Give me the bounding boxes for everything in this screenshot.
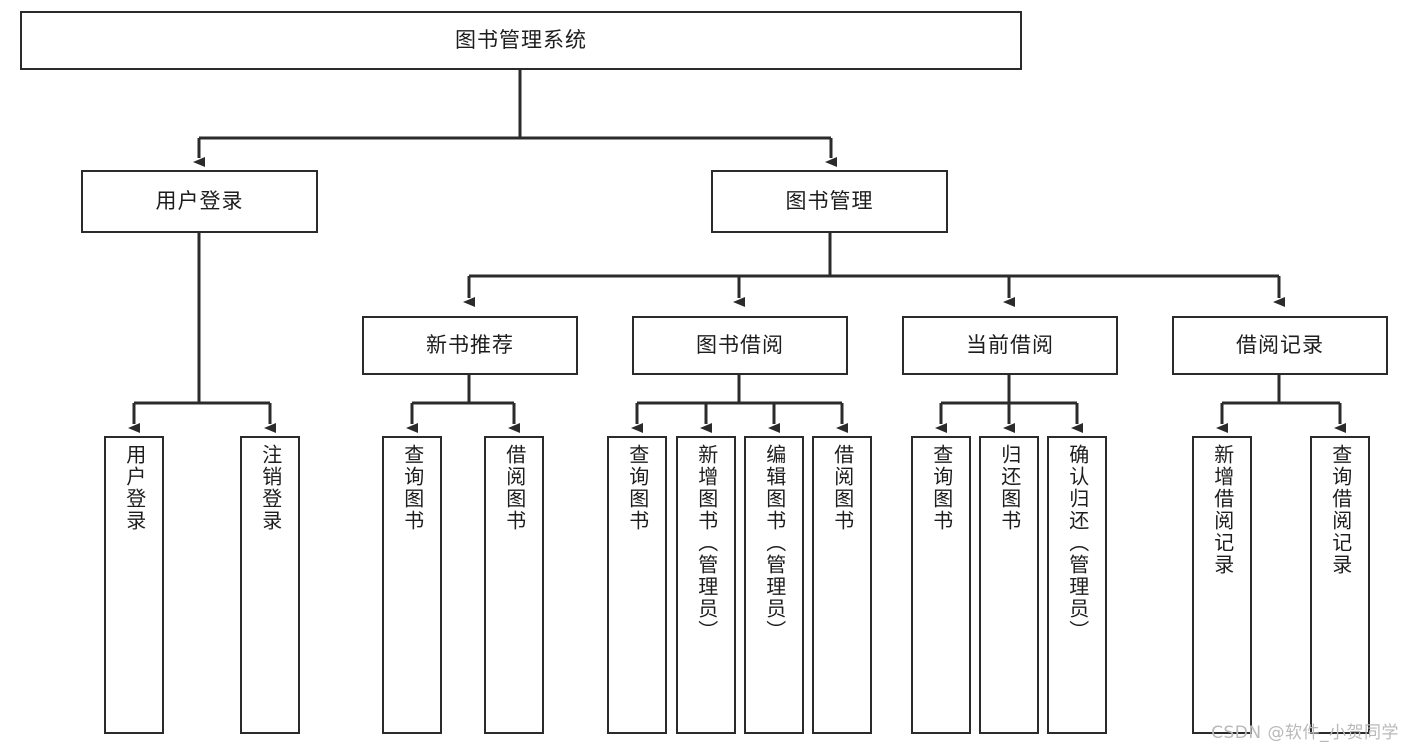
- node-label: 查询借阅记录: [1328, 444, 1353, 576]
- leaf-borrow-edit-book-admin[interactable]: 编辑图书（管理员）: [744, 436, 804, 734]
- leaf-recommend-borrow-book[interactable]: 借阅图书: [484, 436, 544, 734]
- leaf-recommend-query-book[interactable]: 查询图书: [382, 436, 442, 734]
- node-book-management[interactable]: 图书管理: [711, 170, 948, 233]
- leaf-current-query-book[interactable]: 查询图书: [911, 436, 971, 734]
- node-label: 当前借阅: [966, 332, 1054, 357]
- node-label: 新书推荐: [426, 332, 514, 357]
- node-label: 借阅图书: [502, 444, 527, 532]
- node-label: 用户登录: [122, 444, 147, 532]
- node-label: 查询图书: [400, 444, 425, 532]
- node-label: 借阅记录: [1236, 332, 1324, 357]
- leaf-current-confirm-return-admin[interactable]: 确认归还（管理员）: [1047, 436, 1107, 734]
- node-label: 新增图书（管理员）: [694, 444, 719, 642]
- node-label: 确认归还（管理员）: [1065, 444, 1090, 642]
- node-label: 图书管理: [785, 188, 874, 213]
- leaf-user-login-login[interactable]: 用户登录: [104, 436, 164, 734]
- node-label: 图书借阅: [696, 332, 784, 357]
- node-borrow-record[interactable]: 借阅记录: [1172, 316, 1388, 375]
- node-label: 新增借阅记录: [1210, 444, 1235, 576]
- node-label: 归还图书: [997, 444, 1022, 532]
- leaf-borrow-query-book[interactable]: 查询图书: [607, 436, 667, 734]
- node-new-book-recommend[interactable]: 新书推荐: [362, 316, 578, 375]
- node-current-borrow[interactable]: 当前借阅: [902, 316, 1118, 375]
- node-label: 查询图书: [625, 444, 650, 532]
- leaf-current-return-book[interactable]: 归还图书: [979, 436, 1039, 734]
- leaf-borrow-add-book-admin[interactable]: 新增图书（管理员）: [676, 436, 736, 734]
- node-label: 编辑图书（管理员）: [762, 444, 787, 642]
- node-label: 图书管理系统: [455, 27, 587, 52]
- watermark: CSDN @软件_小贺同学: [1211, 723, 1399, 743]
- node-book-borrow[interactable]: 图书借阅: [632, 316, 848, 375]
- node-label: 注销登录: [258, 444, 283, 532]
- leaf-borrow-borrow-book[interactable]: 借阅图书: [812, 436, 872, 734]
- node-label: 查询图书: [929, 444, 954, 532]
- leaf-user-login-logout[interactable]: 注销登录: [240, 436, 300, 734]
- node-user-login[interactable]: 用户登录: [81, 170, 318, 233]
- node-root-system[interactable]: 图书管理系统: [20, 11, 1022, 70]
- node-label: 用户登录: [155, 188, 244, 213]
- leaf-record-query-record[interactable]: 查询借阅记录: [1310, 436, 1370, 734]
- leaf-record-add-record[interactable]: 新增借阅记录: [1192, 436, 1252, 734]
- node-label: 借阅图书: [830, 444, 855, 532]
